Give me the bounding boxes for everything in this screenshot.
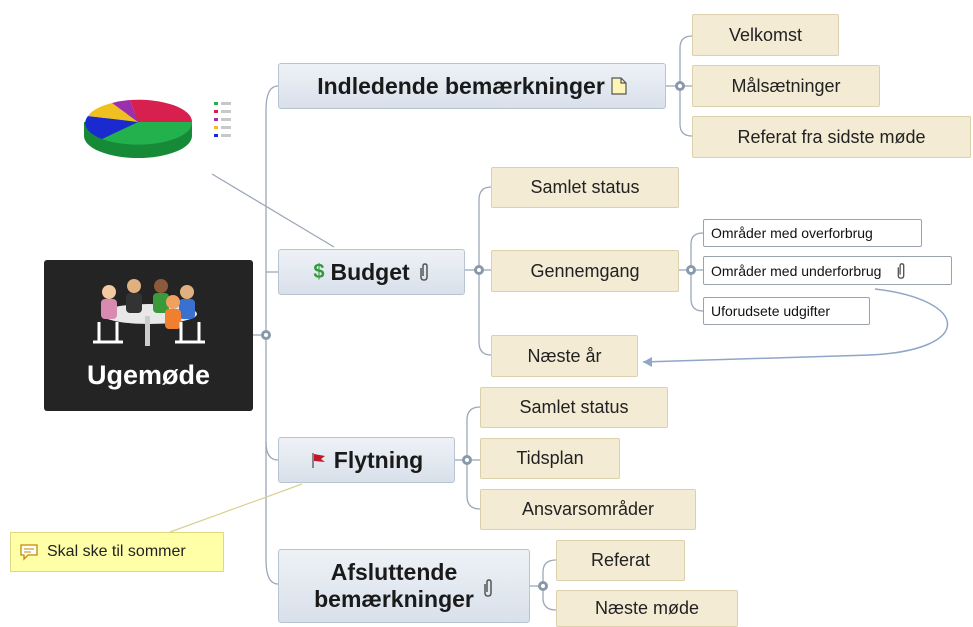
meeting-people-image	[79, 272, 219, 357]
flag-icon	[310, 451, 328, 469]
topic-budget[interactable]: $ Budget	[278, 249, 465, 295]
subtopic-maalsaetninger[interactable]: Målsætninger	[692, 65, 880, 107]
subtopic-naeste-moede[interactable]: Næste møde	[556, 590, 738, 627]
central-topic-label: Ugemøde	[86, 360, 211, 390]
topic-afsluttende-bemaerkninger[interactable]: Afsluttende bemærkninger	[278, 549, 530, 623]
subtopic-gennemgang[interactable]: Gennemgang	[491, 250, 679, 292]
subtopic-velkomst[interactable]: Velkomst	[692, 14, 839, 56]
subtopic-label: Samlet status	[530, 177, 640, 197]
subtopic-label: Næste år	[527, 345, 602, 366]
collapse-toggle[interactable]	[536, 579, 550, 593]
callout-note[interactable]: Skal ske til sommer	[10, 532, 224, 572]
collapse-toggle[interactable]	[472, 263, 486, 277]
subtopic-label: Tidsplan	[516, 448, 584, 468]
subtopic-tidsplan[interactable]: Tidsplan	[480, 438, 620, 479]
subtopic-referat[interactable]: Referat	[556, 540, 685, 581]
topic-flytning[interactable]: Flytning	[278, 437, 455, 483]
subtopic-samlet-status-flytning[interactable]: Samlet status	[480, 387, 668, 428]
subtopic-label: Gennemgang	[530, 260, 640, 281]
dollar-icon: $	[313, 260, 325, 283]
subtopic-label: Referat fra sidste møde	[737, 126, 926, 147]
collapse-toggle[interactable]	[673, 79, 687, 93]
pie-chart-image[interactable]	[82, 96, 242, 181]
subtopic-ansvarsomraader[interactable]: Ansvarsområder	[480, 489, 696, 530]
subtopic-label: Målsætninger	[731, 75, 841, 96]
leaf-omraader-med-underforbrug[interactable]: Områder med underforbrug	[703, 256, 952, 285]
topic-label-line2: bemærkninger	[314, 586, 474, 612]
subtopic-label: Samlet status	[519, 397, 629, 417]
topic-label: Flytning	[333, 446, 424, 473]
leaf-uforudsete-udgifter[interactable]: Uforudsete udgifter	[703, 297, 870, 325]
subtopic-samlet-status[interactable]: Samlet status	[491, 167, 679, 208]
topic-label: Indledende bemærkninger	[317, 72, 605, 99]
leaf-label: Uforudsete udgifter	[711, 303, 831, 319]
central-topic[interactable]: Ugemøde	[44, 260, 253, 411]
document-icon	[611, 77, 627, 95]
subtopic-label: Referat	[590, 550, 651, 570]
subtopic-label: Næste møde	[594, 598, 700, 618]
leaf-label: Områder med underforbrug	[711, 262, 882, 279]
callout-label: Skal ske til sommer	[47, 543, 186, 560]
topic-label: Budget	[330, 258, 410, 285]
collapse-toggle[interactable]	[460, 453, 474, 467]
attachment-icon	[895, 262, 907, 280]
topic-label-line1: Afsluttende	[330, 559, 458, 585]
attachment-icon	[418, 262, 430, 282]
subtopic-naeste-aar[interactable]: Næste år	[491, 335, 638, 377]
subtopic-referat-fra-sidste-moede[interactable]: Referat fra sidste møde	[692, 116, 971, 158]
leaf-omraader-med-overforbrug[interactable]: Områder med overforbrug	[703, 219, 922, 247]
attachment-icon	[482, 578, 494, 598]
comment-icon	[19, 543, 39, 561]
topic-indledende-bemaerkninger[interactable]: Indledende bemærkninger	[278, 63, 666, 109]
collapse-toggle[interactable]	[684, 263, 698, 277]
subtopic-label: Ansvarsområder	[521, 499, 655, 519]
subtopic-label: Velkomst	[728, 24, 803, 45]
leaf-label: Områder med overforbrug	[711, 225, 873, 241]
collapse-toggle[interactable]	[259, 328, 273, 342]
